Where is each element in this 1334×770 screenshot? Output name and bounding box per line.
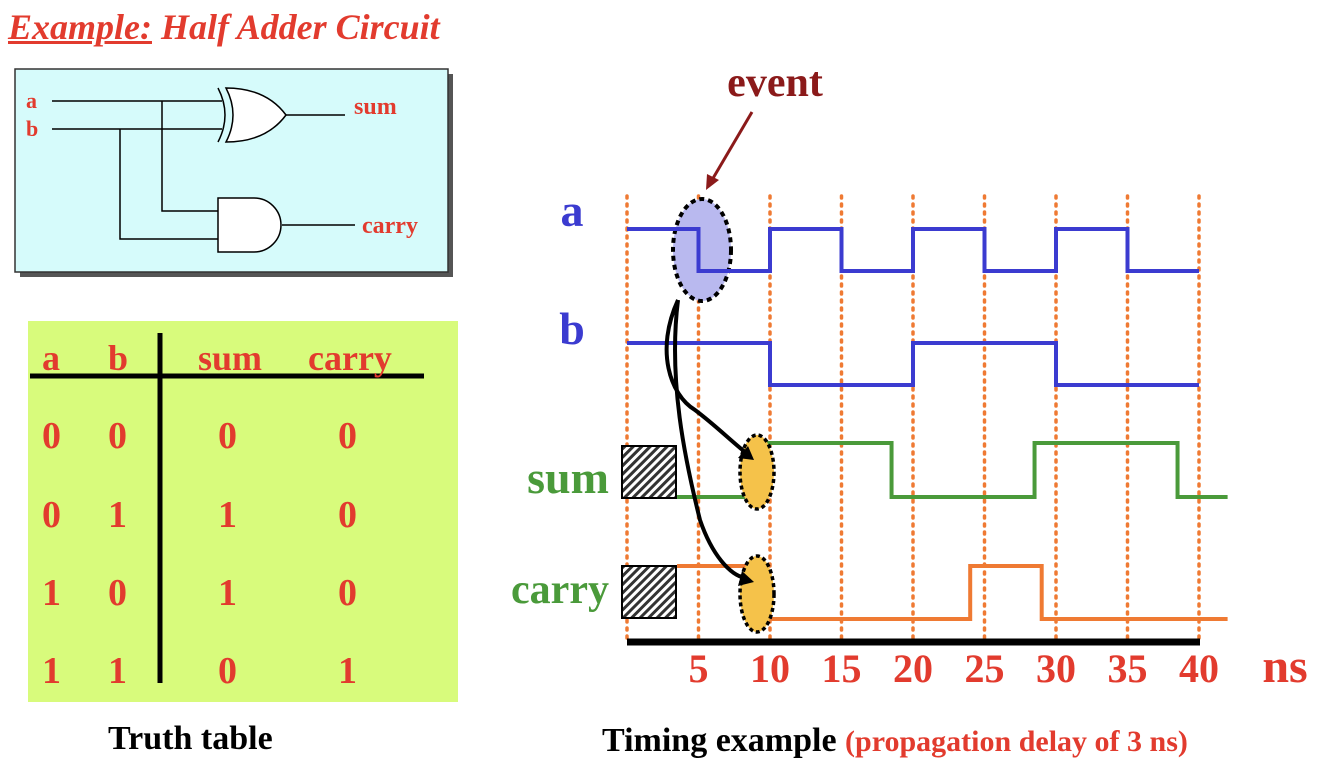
signal-label-carry: carry <box>511 567 609 613</box>
tick-label: 25 <box>965 646 1005 691</box>
row-1-b: 1 <box>108 494 127 536</box>
title-text: Half Adder Circuit <box>160 7 440 47</box>
truth-table-caption: Truth table <box>108 720 273 757</box>
circuit-input-a: a <box>26 88 37 113</box>
waveform-b <box>627 341 1199 387</box>
row-3-carry: 1 <box>338 650 357 692</box>
arrow-to-carry-head-icon <box>738 571 754 586</box>
tick-label: 10 <box>750 646 790 691</box>
time-unit: ns <box>1262 640 1307 693</box>
timing-caption-main: Timing example <box>602 722 837 759</box>
waveform-a <box>627 227 1199 273</box>
row-3-a: 1 <box>42 650 61 692</box>
circuit-output-sum: sum <box>354 94 397 120</box>
circuit-input-b: b <box>26 116 38 141</box>
circuit-diagram: a b sum carry <box>14 68 453 277</box>
tick-label: 40 <box>1179 646 1219 691</box>
row-1-a: 0 <box>42 494 61 536</box>
tick-label: 30 <box>1036 646 1076 691</box>
signal-label-b: b <box>559 303 585 354</box>
circuit-output-carry: carry <box>362 213 418 239</box>
tick-label: 5 <box>689 646 709 691</box>
event-label: event <box>727 60 823 106</box>
row-2-a: 1 <box>42 572 61 614</box>
row-0-carry: 0 <box>338 415 357 457</box>
header-b: b <box>108 338 129 378</box>
row-1-sum: 1 <box>218 494 237 536</box>
tick-label: 35 <box>1108 646 1148 691</box>
arrow-to-carry <box>673 299 746 580</box>
arrow-to-sum-head-icon <box>738 446 754 460</box>
row-3-b: 1 <box>108 650 127 692</box>
row-1-carry: 0 <box>338 494 357 536</box>
row-2-carry: 0 <box>338 572 357 614</box>
timing-caption: Timing example (propagation delay of 3 n… <box>602 722 1188 760</box>
row-3-sum: 0 <box>218 650 237 692</box>
sum-unknown-box <box>621 445 677 499</box>
row-0-sum: 0 <box>218 415 237 457</box>
xor-gate-icon <box>217 87 287 143</box>
signal-label-sum: sum <box>527 452 609 503</box>
row-2-sum: 1 <box>218 572 237 614</box>
title-example: Example: <box>8 7 152 47</box>
event-arrow-head-icon <box>706 174 719 190</box>
header-a: a <box>42 338 60 378</box>
signal-label-a: a <box>561 185 584 236</box>
timing-caption-note: (propagation delay of 3 ns) <box>845 725 1188 758</box>
tick-label: 20 <box>893 646 933 691</box>
page-title: Example: Half Adder Circuit <box>8 6 440 48</box>
event-ellipse <box>671 197 733 303</box>
sum-delay-ellipse <box>738 433 776 511</box>
row-0-a: 0 <box>42 415 61 457</box>
time-ticks: 5 10 15 20 25 30 35 40 <box>689 646 1220 691</box>
and-gate-icon <box>217 197 282 253</box>
arrow-to-sum <box>664 299 747 454</box>
header-sum: sum <box>198 338 263 378</box>
row-2-b: 0 <box>108 572 127 614</box>
carry-unknown-box <box>621 565 677 619</box>
tick-label: 15 <box>822 646 862 691</box>
wire-b-and <box>119 129 218 240</box>
event-arrow-line <box>710 111 754 181</box>
carry-delay-ellipse <box>738 554 776 634</box>
wire-a-and <box>161 101 218 212</box>
truth-table: a b sum carry 0 0 0 0 0 1 1 0 1 0 1 0 1 … <box>28 321 458 702</box>
header-carry: carry <box>308 338 392 378</box>
row-0-b: 0 <box>108 415 127 457</box>
truth-table-lines <box>30 333 424 683</box>
